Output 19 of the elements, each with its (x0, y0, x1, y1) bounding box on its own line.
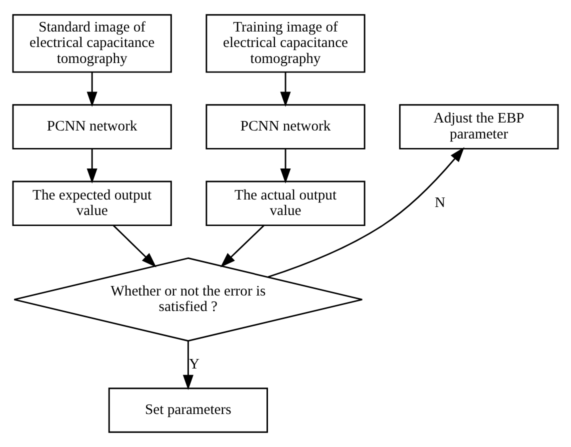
node-box: PCNN network (12, 104, 172, 150)
edge-label: Y (188, 356, 200, 372)
node-box: Training image of electrical capacitance tomography (206, 14, 366, 73)
edge-label: N (434, 195, 446, 212)
node-box: PCNN network (206, 104, 366, 150)
node-box: The actual output value (206, 180, 366, 226)
arrow (112, 224, 156, 268)
arrow (182, 341, 194, 390)
node-box: The expected output value (12, 180, 172, 226)
arrow (220, 224, 264, 268)
node-box: Set parameters (108, 388, 268, 433)
arrow (268, 147, 464, 278)
arrow (86, 72, 98, 107)
arrow (280, 149, 291, 184)
arrow (86, 149, 98, 184)
node-diamond: Whether or not the error is satisfied ? (13, 257, 363, 342)
node-box: Adjust the EBP parameter (399, 104, 559, 150)
node-box: Standard image of electrical capacitance tomography (12, 14, 172, 73)
arrow (280, 72, 291, 107)
